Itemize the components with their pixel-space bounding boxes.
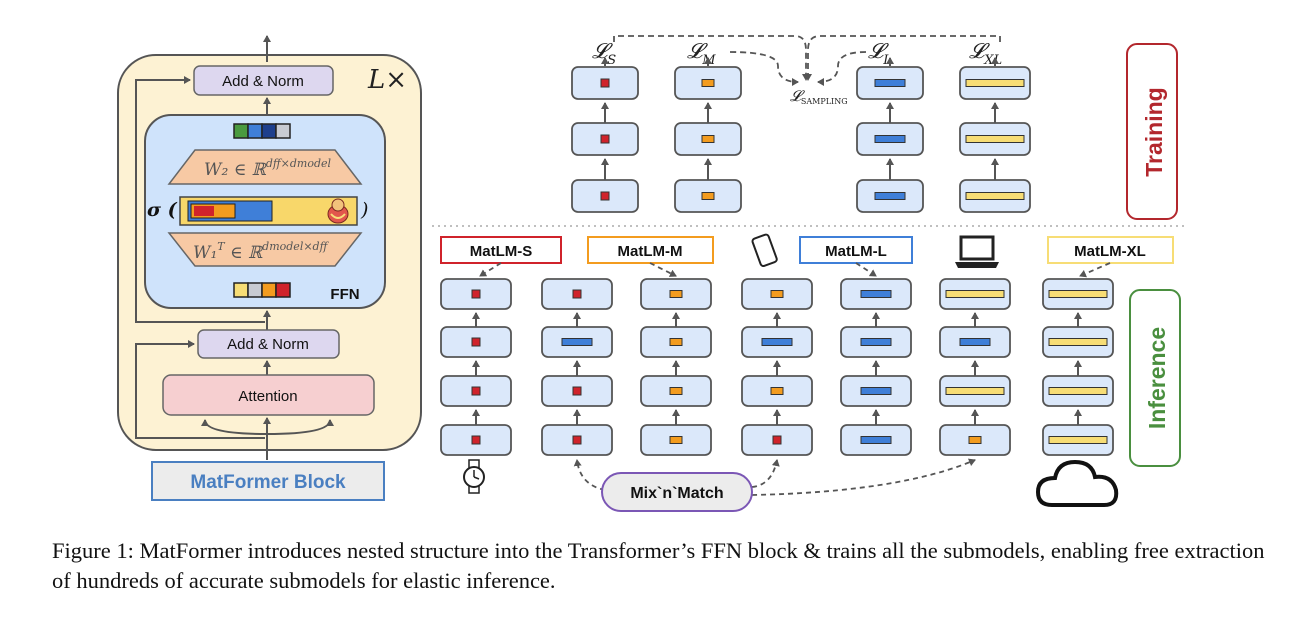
cloud-icon — [1035, 459, 1119, 507]
sampling-connectors — [613, 35, 1001, 86]
training-cell-l-0 — [856, 66, 924, 100]
inference-section: MatLM-S MatLM-M MatLM-L MatLM-XL — [440, 233, 1181, 512]
w1-label: W₁T ∈ ℝdmodel×dff — [193, 240, 330, 263]
inference-cell-3-2 — [741, 375, 813, 407]
loss-m-label: 𝓛M — [687, 39, 716, 68]
attention-label: Attention — [238, 388, 297, 405]
ffn-input-vector — [233, 282, 291, 298]
sigma-open: σ ( — [147, 199, 178, 221]
training-cell-s-0 — [571, 66, 639, 100]
add-norm-top-label: Add & Norm — [222, 73, 304, 90]
inference-cell-6-0 — [1042, 278, 1114, 310]
repeat-label: L× — [367, 65, 407, 95]
ffn-label: FFN — [330, 286, 359, 303]
add-norm-bottom — [197, 329, 340, 359]
sigma-close: ) — [360, 199, 368, 221]
inference-cell-1-1 — [541, 326, 613, 358]
w2-label: W₂ ∈ ℝdff×dmodel — [204, 157, 332, 180]
training-cell-m-1 — [674, 122, 742, 156]
training-cell-l-1 — [856, 122, 924, 156]
w2-weight-shape — [167, 149, 363, 185]
matformer-diagram: Add & Norm L× W₂ ∈ ℝdff×dmodel σ ( ) W₁ — [117, 35, 1185, 512]
laptop-icon — [955, 235, 999, 268]
matlm-s-box — [440, 236, 562, 264]
inference-cell-5-2 — [939, 375, 1011, 407]
ffn-output-vector — [233, 123, 291, 139]
inference-cell-5-1 — [939, 326, 1011, 358]
matlm-m-label: MatLM-M — [618, 243, 683, 260]
inference-cell-6-1 — [1042, 326, 1114, 358]
training-side-box — [1126, 43, 1178, 220]
inference-cell-5-0 — [939, 278, 1011, 310]
inference-cell-0-1 — [440, 326, 512, 358]
training-cell-xl-2 — [959, 179, 1031, 213]
inference-cell-2-1 — [640, 326, 712, 358]
inference-cell-2-0 — [640, 278, 712, 310]
phone-icon — [751, 233, 778, 267]
training-cell-s-2 — [571, 179, 639, 213]
inference-cell-2-2 — [640, 375, 712, 407]
matlm-l-box — [799, 236, 913, 264]
training-cell-xl-1 — [959, 122, 1031, 156]
mixnmatch-label: Mix`n`Match — [630, 485, 723, 502]
training-cell-s-1 — [571, 122, 639, 156]
training-cell-xl-0 — [959, 66, 1031, 100]
mixnmatch-pill — [601, 472, 753, 512]
add-norm-top — [193, 65, 334, 96]
training-cell-m-2 — [674, 179, 742, 213]
matlm-s-label: MatLM-S — [470, 243, 533, 260]
inference-cell-4-2 — [840, 375, 912, 407]
inference-cell-6-2 — [1042, 375, 1114, 407]
inference-cell-4-1 — [840, 326, 912, 358]
matformer-title-box — [151, 461, 385, 501]
inference-cell-4-0 — [840, 278, 912, 310]
inference-cell-1-2 — [541, 375, 613, 407]
inference-cell-2-3 — [640, 424, 712, 456]
inference-cell-6-3 — [1042, 424, 1114, 456]
inference-side-box — [1129, 289, 1181, 467]
loss-l-label: 𝓛L — [868, 39, 892, 68]
matformer-title: MatFormer Block — [190, 472, 346, 493]
inference-cell-3-0 — [741, 278, 813, 310]
inference-cell-4-3 — [840, 424, 912, 456]
sampling-loss-label: 𝓛SAMPLING — [790, 87, 848, 106]
watch-icon — [463, 459, 485, 494]
training-cell-l-2 — [856, 179, 924, 213]
training-section: 𝓛S 𝓛M 𝓛L 𝓛XL 𝓛SAMPLING Training — [571, 35, 1178, 220]
inference-cell-3-3 — [741, 424, 813, 456]
inference-cell-0-2 — [440, 375, 512, 407]
inference-cell-3-1 — [741, 326, 813, 358]
inference-cell-0-0 — [440, 278, 512, 310]
w1-weight-shape — [167, 232, 363, 267]
attention-box — [162, 374, 375, 416]
matryoshka-doll-icon — [327, 198, 349, 224]
inference-cell-0-3 — [440, 424, 512, 456]
matlm-xl-label: MatLM-XL — [1074, 243, 1146, 260]
matformer-block: Add & Norm L× W₂ ∈ ℝdff×dmodel σ ( ) W₁ — [117, 35, 422, 501]
training-side-label: Training — [1141, 87, 1167, 176]
training-cell-m-0 — [674, 66, 742, 100]
matlm-l-label: MatLM-L — [825, 243, 887, 260]
matlm-xl-box — [1047, 236, 1174, 264]
inference-cell-1-3 — [541, 424, 613, 456]
inference-cell-5-3 — [939, 424, 1011, 456]
loss-xl-label: 𝓛XL — [969, 39, 1002, 68]
add-norm-bottom-label: Add & Norm — [227, 336, 309, 353]
inference-side-label: Inference — [1144, 327, 1170, 429]
inference-cell-1-0 — [541, 278, 613, 310]
figure-caption: Figure 1: MatFormer introduces nested st… — [52, 538, 1265, 593]
